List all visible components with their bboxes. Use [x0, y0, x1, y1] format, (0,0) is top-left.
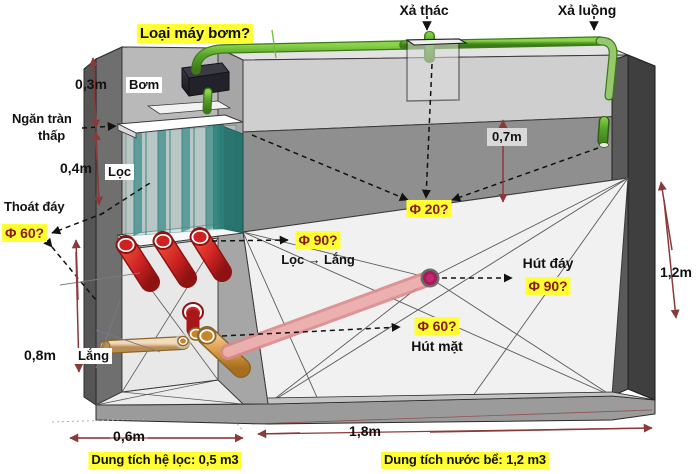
weir-box: [405, 38, 468, 102]
dim-filter-height: 0,4m: [60, 160, 92, 176]
tank-left-wall: [83, 46, 123, 406]
dim-water-depth: 0,7m: [487, 128, 527, 146]
settling-floor-diagonals: [95, 379, 244, 406]
filter-to-settling-phi: Φ 90?: [295, 231, 341, 250]
dim-settling-height: 0,8m: [24, 347, 56, 363]
dim-tank-length: 1,8m: [349, 423, 381, 439]
return-phi: Φ 20?: [406, 200, 452, 219]
green-pipe-system: [191, 29, 618, 148]
filter-glass-plates: [125, 124, 244, 237]
dim-filter-width: 0,6m: [113, 428, 145, 444]
bottom-drain-phi: Φ 60?: [2, 224, 48, 243]
filter-to-settling-label: Lọc → Lắng: [281, 252, 355, 267]
ground-hint-dots: [51, 418, 245, 433]
waterfall-discharge-label: Xả thác: [399, 2, 449, 18]
floor-diagonal-lines: [242, 177, 629, 405]
surface-suction-pipe: [220, 270, 438, 360]
pump-type-question: Loại máy bơm?: [136, 24, 254, 44]
stream-discharge-nozzle: [597, 116, 610, 148]
dimension-lines: [69, 57, 680, 443]
suction-junction-node: [420, 268, 440, 288]
low-overflow-partition-line1: Ngăn tràn: [12, 111, 72, 126]
dim-tank-height-right: 1,2m: [660, 264, 692, 280]
bottom-drain-label: Thoát đáy: [4, 199, 65, 214]
surface-suction-phi: Φ 60?: [414, 317, 460, 336]
stream-discharge-label: Xả luồng: [557, 2, 617, 18]
filter-volume-caption: Dung tích hệ lọc: 0,5 m3: [88, 452, 242, 469]
filter-outlet-red-pipes: [115, 227, 232, 292]
tank-water-volume-caption: Dung tích nước bể: 1,2 m3: [380, 452, 550, 469]
overflow-lip-front: [117, 123, 137, 139]
dim-top-height: 0,3m: [75, 76, 107, 92]
surface-suction-label: Hút mặt: [411, 338, 463, 354]
low-overflow-partition-line2: thấp: [38, 128, 66, 143]
filter-label: Lọc: [105, 164, 135, 180]
leader-lines: [43, 63, 599, 337]
settling-label: Lắng: [75, 348, 113, 364]
pump-label: Bơm: [126, 77, 163, 93]
bottom-suction-phi: Φ 90?: [525, 277, 571, 296]
bottom-suction-label: Hút đáy: [522, 255, 574, 271]
